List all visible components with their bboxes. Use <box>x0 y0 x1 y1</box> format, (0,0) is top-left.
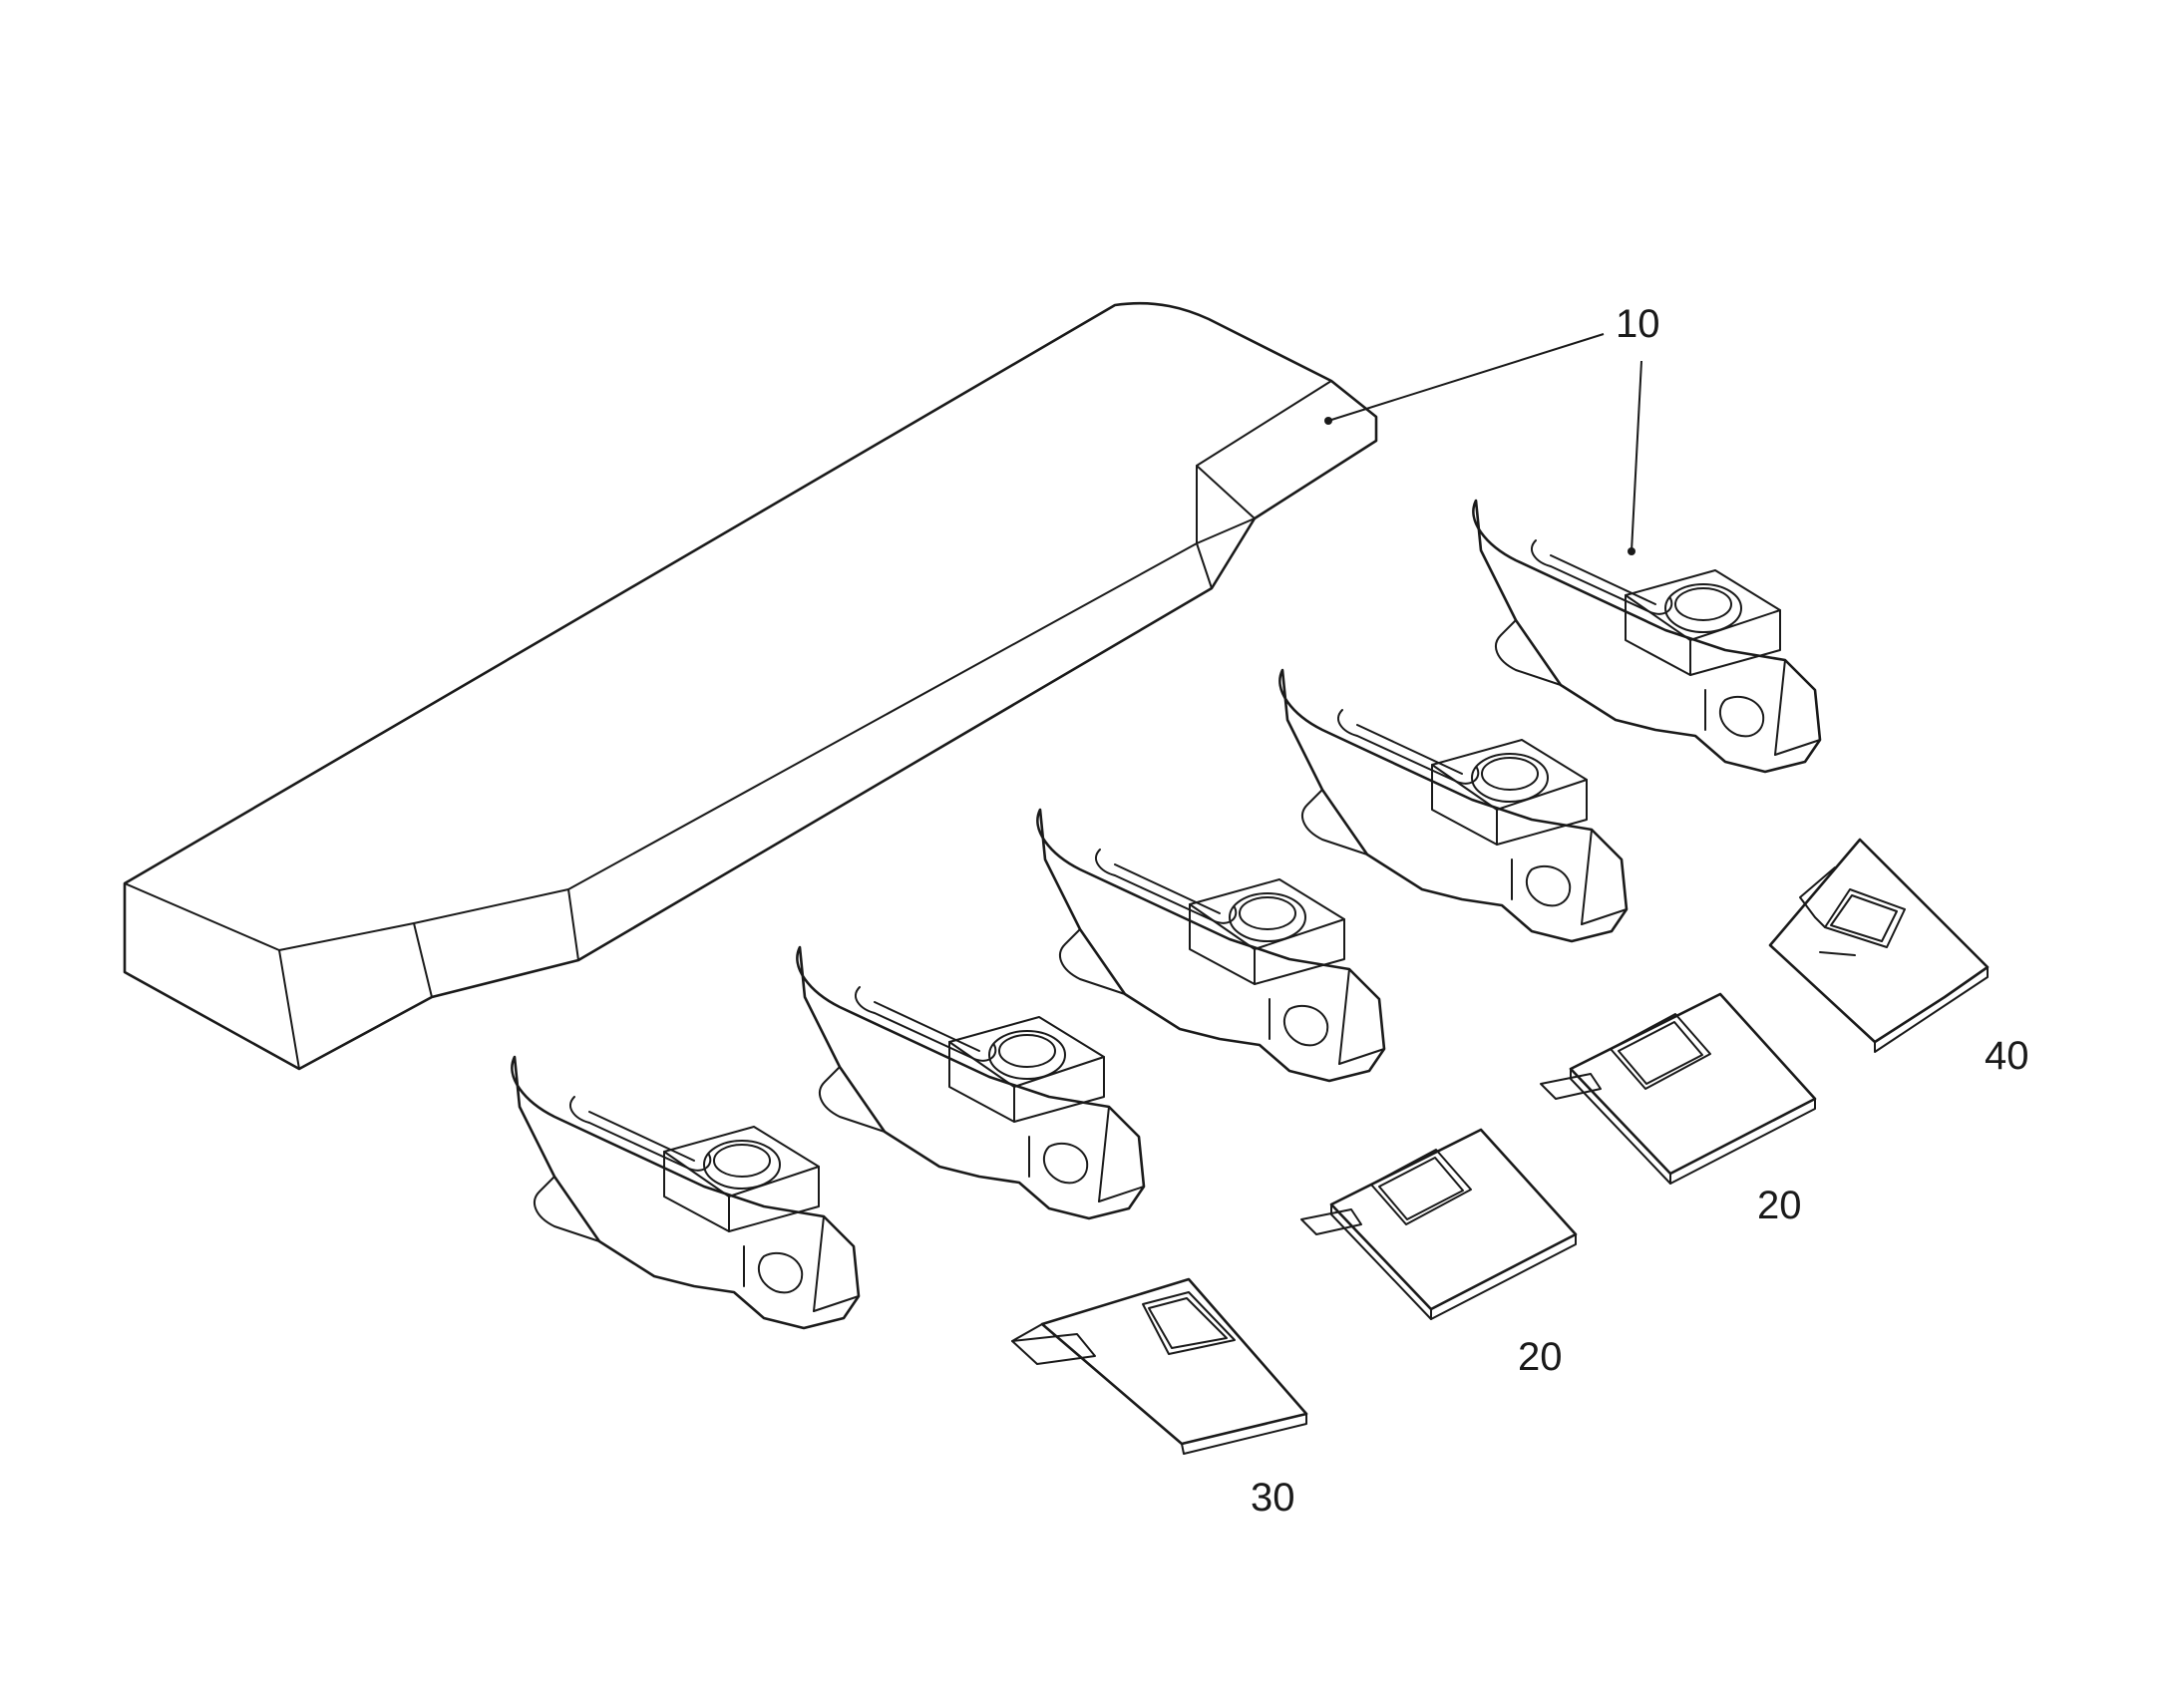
ref-label-retainer-30: 30 <box>1251 1476 1295 1520</box>
ref-label-retainer-20-lower: 20 <box>1518 1335 1563 1379</box>
adapter-4 <box>1278 668 1629 943</box>
adapter-3 <box>1036 808 1386 1083</box>
adapter-1 <box>511 1055 861 1330</box>
adapter-5 <box>1472 499 1822 774</box>
ref-label-lip: 10 <box>1616 302 1660 346</box>
retainer-40 <box>1768 838 1990 1053</box>
adapter-2 <box>796 945 1146 1220</box>
ref-label-retainer-20-upper: 20 <box>1757 1184 1802 1227</box>
retainer-30 <box>1011 1277 1308 1455</box>
leader-adapter <box>1628 360 1642 555</box>
retainer-20-lower <box>1299 1128 1578 1321</box>
bucket-lip <box>123 301 1378 1071</box>
leader-lip <box>1324 333 1605 425</box>
ref-label-retainer-40: 40 <box>1985 1034 2029 1078</box>
retainer-20-upper <box>1539 992 1817 1186</box>
